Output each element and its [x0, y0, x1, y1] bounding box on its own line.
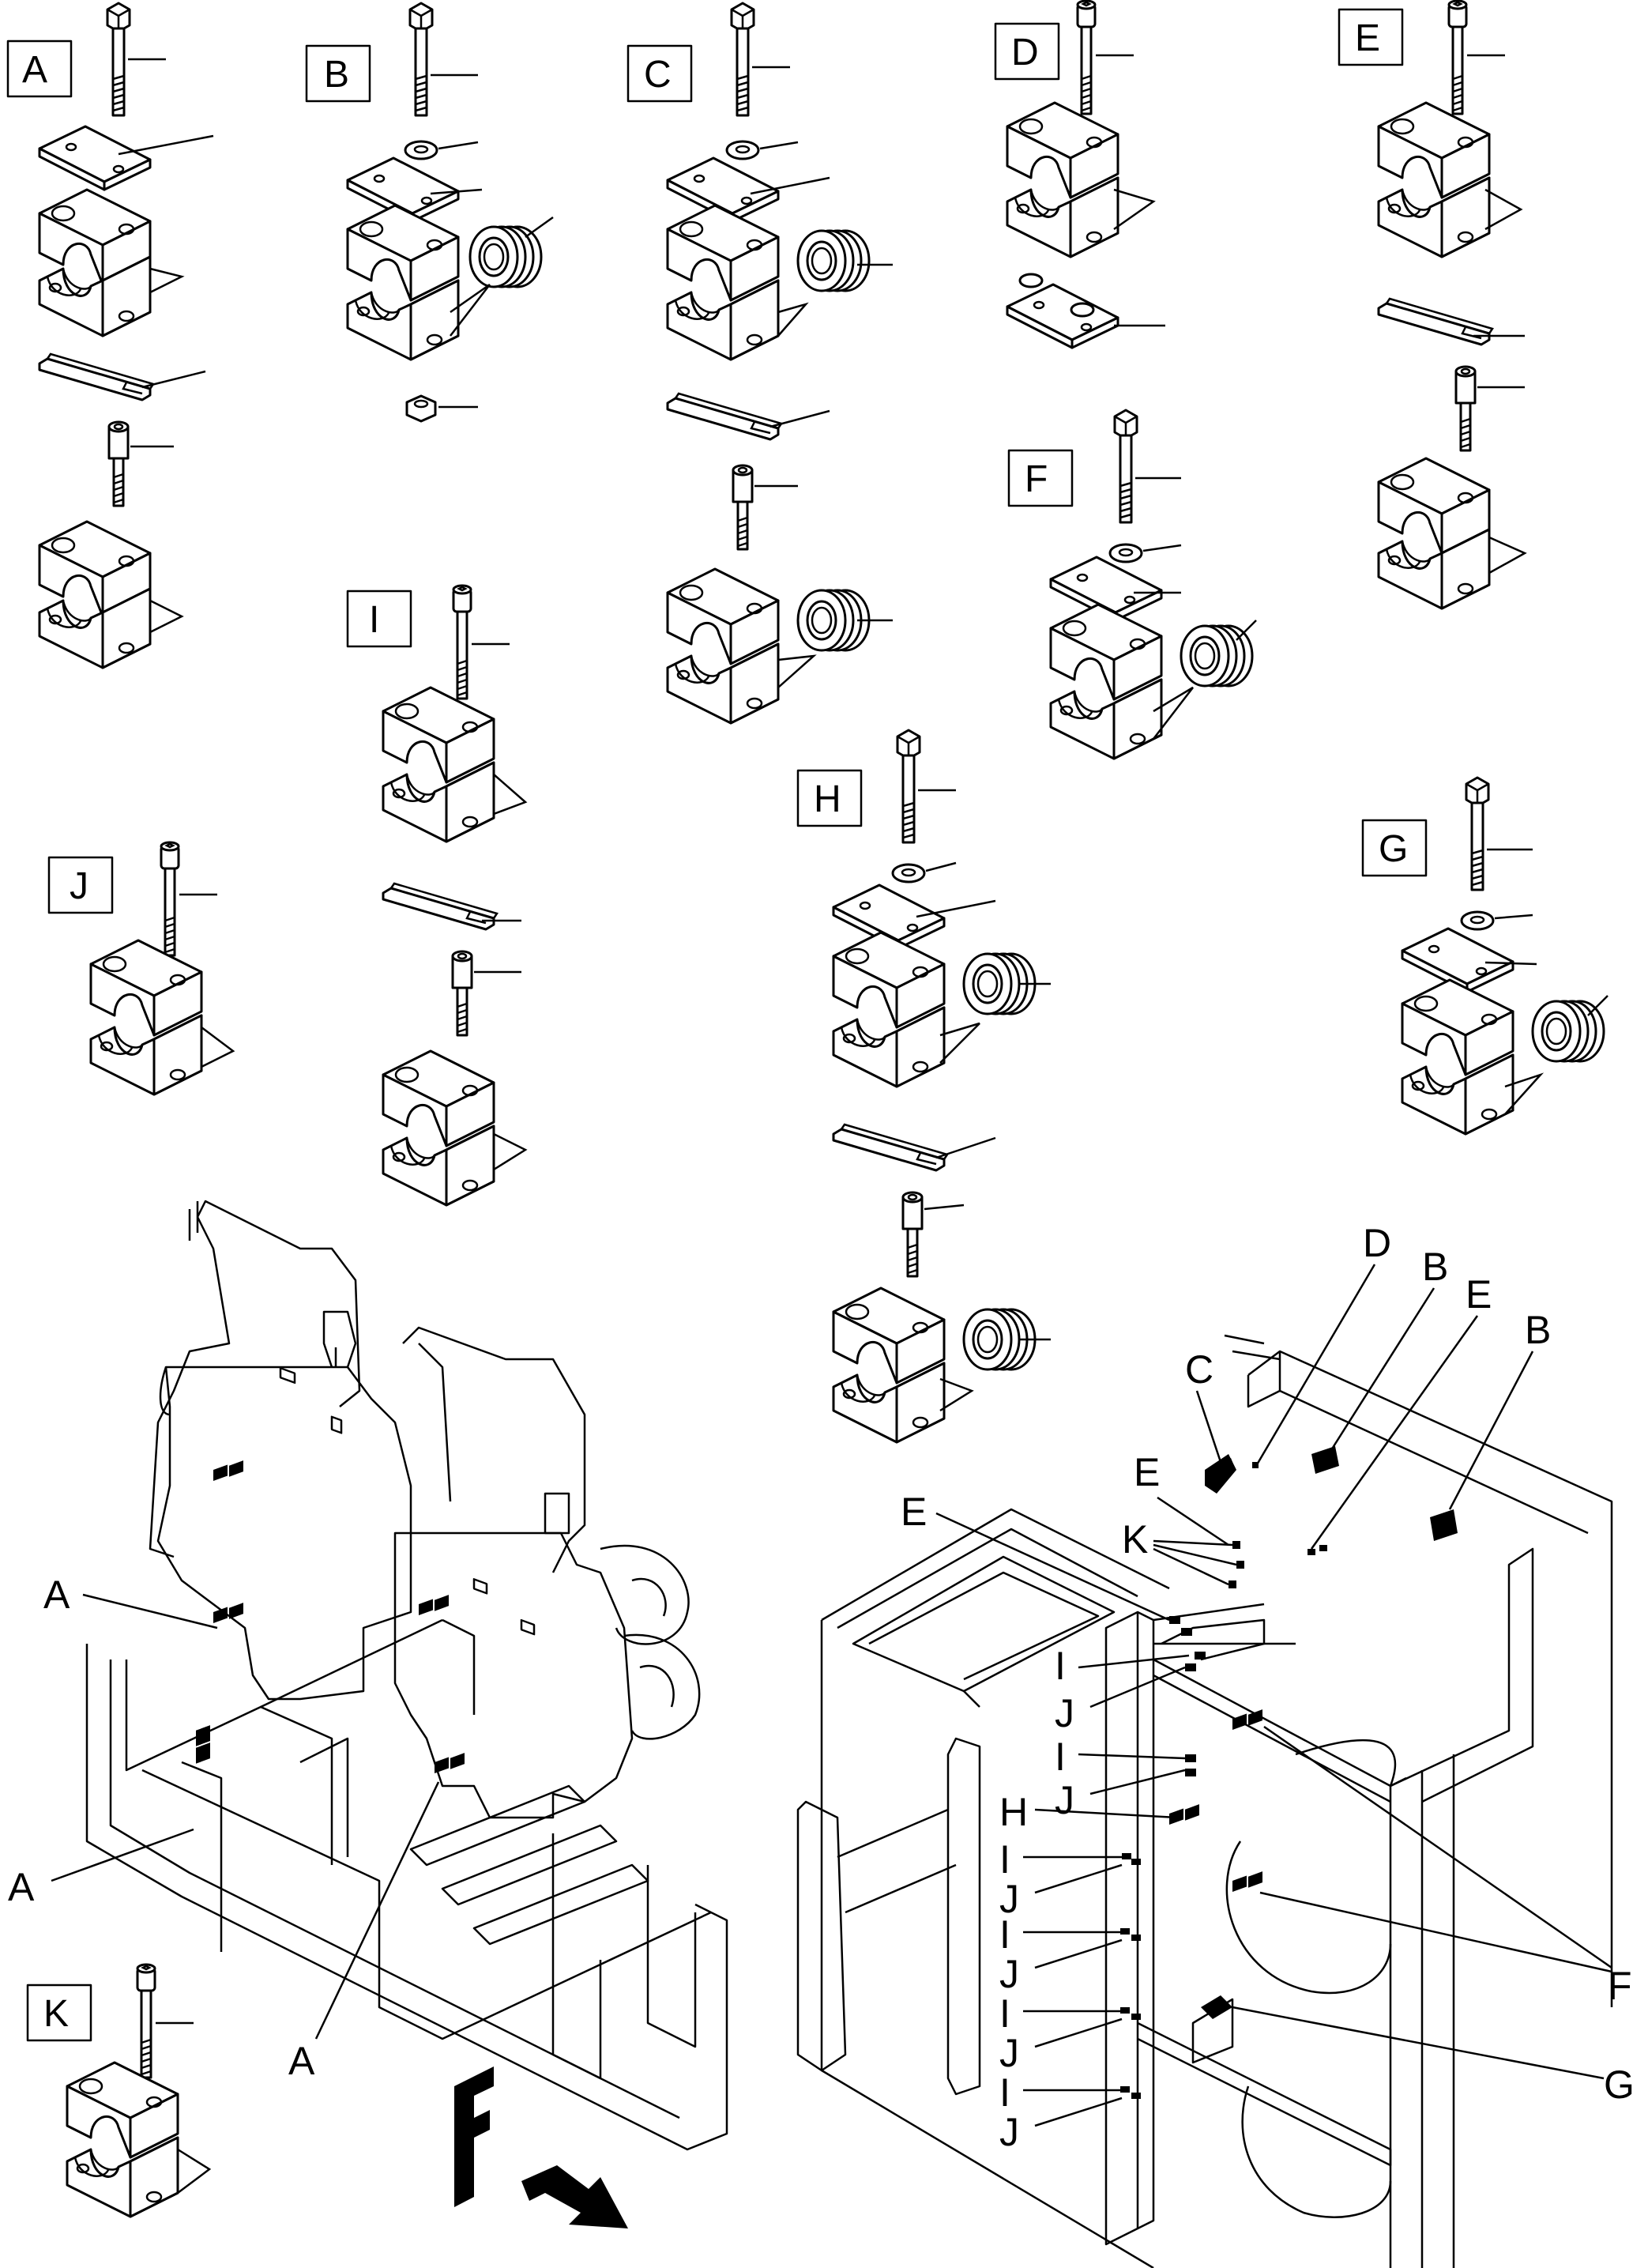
callout-k: K	[1122, 1517, 1148, 1562]
right-assembly	[796, 1334, 1613, 2268]
callout-e-1: E	[1466, 1272, 1492, 1317]
kit-j-label: J	[70, 865, 88, 907]
kit-a-tag	[6, 40, 73, 98]
kit-b-label: B	[324, 54, 349, 96]
left-assembly	[85, 1200, 728, 2151]
kit-a-label: A	[22, 49, 47, 91]
right-callouts: D B E B C E K E I J I J H I J I J I J	[901, 1221, 1633, 2154]
left-callouts: A A A	[8, 1573, 440, 2083]
callout-j-3: J	[999, 1877, 1019, 1921]
callout-c: C	[1185, 1347, 1213, 1392]
callout-b-1: B	[1422, 1245, 1448, 1289]
kit-k-label: K	[43, 1993, 69, 2035]
forward-direction-arrow-icon: F	[0, 0, 628, 2228]
callout-e-3: E	[901, 1490, 927, 1534]
callout-i-3: I	[999, 1837, 1010, 1882]
callout-f: F	[1608, 1964, 1632, 2008]
kit-b: B	[305, 2, 554, 423]
callout-i-2: I	[1055, 1735, 1066, 1779]
callout-i-5: I	[999, 1991, 1010, 2036]
callout-i-4: I	[999, 1912, 1010, 1957]
kit-e: E	[1338, 0, 1527, 610]
right-blocks	[1120, 1446, 1458, 2099]
kit-e-tag	[1338, 8, 1404, 66]
kit-i-tag	[346, 590, 412, 648]
kit-g: G	[1361, 776, 1609, 1136]
direction-arrow-label: F	[0, 0, 1, 1]
kit-d: D	[994, 0, 1165, 349]
kit-e-label: E	[1355, 17, 1380, 59]
callout-i-6: I	[999, 2070, 1010, 2115]
kit-f: F	[1007, 409, 1257, 760]
kit-c-tag	[626, 44, 693, 103]
kit-j-tag	[47, 856, 114, 914]
callout-j-1: J	[1055, 1691, 1074, 1735]
kit-h-tag	[796, 769, 863, 827]
callout-i-1: I	[1055, 1644, 1066, 1688]
callout-j-2: J	[1055, 1778, 1074, 1822]
kit-f-label: F	[1025, 458, 1048, 500]
kit-c-label: C	[644, 54, 672, 96]
kit-a: A	[6, 2, 214, 669]
callout-g: G	[1604, 2063, 1633, 2107]
callout-j-5: J	[999, 2031, 1019, 2075]
kit-j: J	[47, 841, 235, 1096]
kit-d-tag	[994, 22, 1060, 81]
kit-k: K	[26, 1963, 212, 2218]
callout-h: H	[999, 1790, 1028, 1834]
kit-f-tag	[1007, 449, 1074, 507]
kit-k-tag	[26, 1984, 92, 2042]
callout-a-1: A	[43, 1573, 70, 1617]
callout-j-6: J	[999, 2110, 1019, 2154]
kit-d-label: D	[1011, 32, 1039, 73]
callout-j-4: J	[999, 1952, 1019, 1996]
callout-e-2: E	[1134, 1450, 1160, 1494]
kit-g-tag	[1361, 819, 1428, 877]
kit-b-tag	[305, 44, 371, 103]
callout-d: D	[1363, 1221, 1391, 1265]
callout-a-3: A	[288, 2039, 315, 2083]
kit-c: C	[626, 2, 893, 725]
kit-h-label: H	[814, 778, 841, 820]
kit-i-label: I	[369, 599, 379, 641]
kit-g-label: G	[1379, 828, 1408, 870]
kit-i: I	[346, 584, 528, 1207]
callout-a-2: A	[8, 1865, 35, 1909]
kit-h: H	[796, 729, 1051, 1444]
callout-b-2: B	[1525, 1308, 1551, 1352]
